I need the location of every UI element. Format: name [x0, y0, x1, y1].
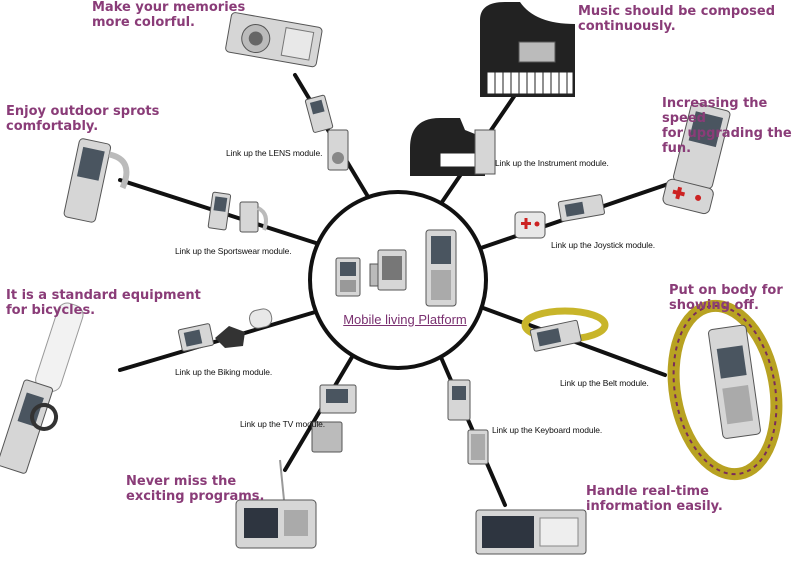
link-label-sportswear: Link up the Sportswear module. [175, 246, 292, 256]
tagline-sportswear: Enjoy outdoor sprots comfortably. [6, 104, 160, 134]
hub-device-a [335, 257, 361, 297]
hub-title: Mobile living Platform [343, 312, 467, 327]
tagline-instrument: Music should be composed continuously. [578, 4, 776, 34]
tagline-lens: Make your memories more colorful. [92, 0, 246, 30]
hub-device-c [425, 229, 457, 307]
link-label-keyboard: Link up the Keyboard module. [492, 425, 603, 435]
link-label-lens: Link up the LENS module. [226, 148, 323, 158]
tagline-biking: It is a standard equipment for bicycles. [6, 288, 201, 318]
piano-icon [410, 2, 575, 176]
camera-icon [225, 12, 349, 171]
gamepad-icon [514, 102, 731, 239]
link-label-joystick: Link up the Joystick module. [551, 240, 655, 250]
hub-device-b [369, 249, 407, 291]
link-label-tv: Link up the TV module. [240, 419, 326, 429]
bike-mount-icon [0, 302, 273, 474]
belt-icon [521, 299, 783, 481]
link-label-biking: Link up the Biking module. [175, 367, 273, 377]
link-label-belt: Link up the Belt module. [560, 378, 649, 388]
link-label-instrument: Link up the Instrument module. [495, 158, 609, 168]
tagline-keyboard: Handle real-time information easily. [586, 484, 723, 514]
tv-icon [235, 384, 357, 549]
hub [308, 190, 488, 370]
tagline-joystick: Increasing the speed for upgrading the f… [662, 96, 792, 156]
tagline-belt: Put on body for showing off. [669, 283, 783, 313]
tagline-tv: Never miss the exciting programs. [126, 474, 265, 504]
keyboard-icon [447, 379, 587, 555]
wrist-strap-icon [63, 138, 268, 233]
